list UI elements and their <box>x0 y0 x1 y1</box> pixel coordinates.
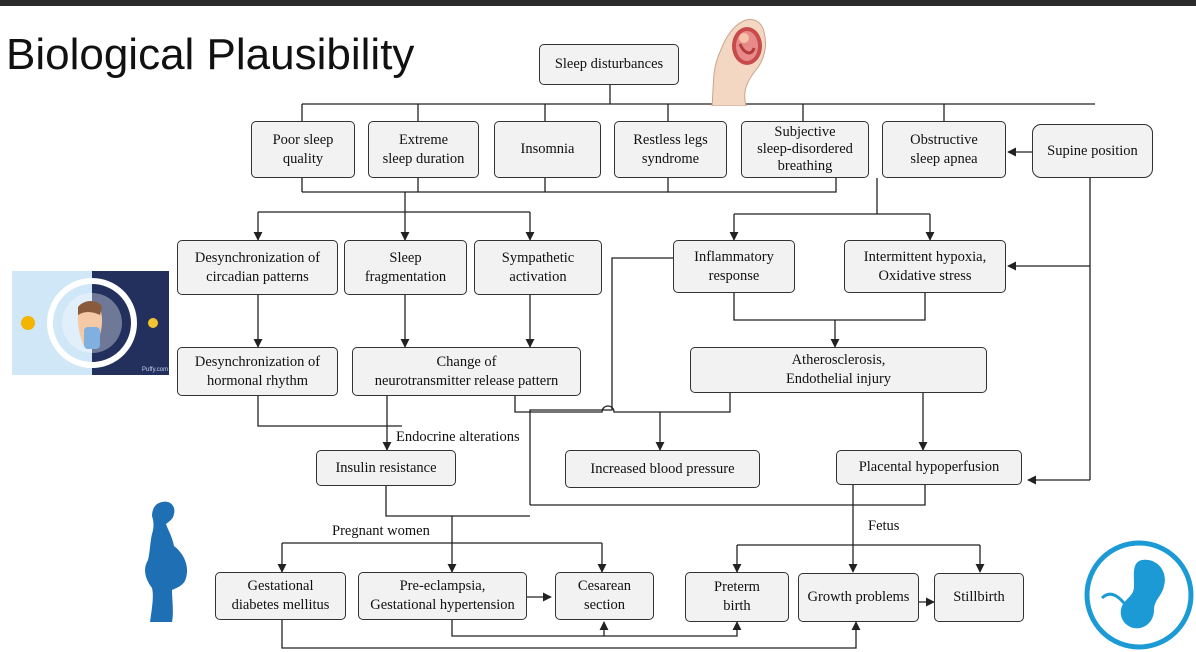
label-fetus: Fetus <box>868 518 900 534</box>
fetus-icon <box>1084 540 1194 650</box>
node-cesarean-section: Cesarean section <box>555 572 654 620</box>
node-placental-hypoperfusion: Placental hypoperfusion <box>836 450 1022 485</box>
node-inflammatory-response: Inflammatory response <box>673 240 795 293</box>
node-desync-circadian: Desynchronization of circadian patterns <box>177 240 338 295</box>
node-extreme-sleep-duration: Extreme sleep duration <box>368 121 479 178</box>
node-stillbirth: Stillbirth <box>934 573 1024 622</box>
slide-title: Biological Plausibility <box>6 30 415 79</box>
node-poor-sleep-quality: Poor sleep quality <box>251 121 355 178</box>
top-rule <box>0 0 1196 6</box>
svg-text:Puffy.com: Puffy.com <box>142 367 168 373</box>
node-increased-blood-pressure: Increased blood pressure <box>565 450 760 488</box>
node-supine-position: Supine position <box>1032 124 1153 178</box>
node-growth-problems: Growth problems <box>798 573 919 622</box>
sleeping-woman-clock-image: Puffy.com <box>12 271 169 375</box>
node-insomnia: Insomnia <box>494 121 601 178</box>
node-obstructive-sleep-apnea: Obstructive sleep apnea <box>882 121 1006 178</box>
node-restless-legs: Restless legs syndrome <box>614 121 727 178</box>
node-gestational-diabetes: Gestational diabetes mellitus <box>215 572 346 620</box>
node-intermittent-hypoxia: Intermittent hypoxia, Oxidative stress <box>844 240 1006 293</box>
node-desync-hormonal: Desynchronization of hormonal rhythm <box>177 347 338 396</box>
node-sleep-disturbances: Sleep disturbances <box>539 44 679 85</box>
node-subjective-sdb: Subjective sleep-disordered breathing <box>741 121 869 178</box>
node-atherosclerosis: Atherosclerosis, Endothelial injury <box>690 347 987 393</box>
node-preeclampsia: Pre-eclampsia, Gestational hypertension <box>358 572 527 620</box>
label-pregnant-women: Pregnant women <box>332 523 430 539</box>
node-sympathetic-activation: Sympathetic activation <box>474 240 602 295</box>
node-insulin-resistance: Insulin resistance <box>316 450 456 486</box>
node-neurotransmitter: Change of neurotransmitter release patte… <box>352 347 581 396</box>
node-sleep-fragmentation: Sleep fragmentation <box>344 240 467 295</box>
node-preterm-birth: Preterm birth <box>685 572 789 622</box>
pregnancy-illustration <box>711 19 767 106</box>
label-endocrine-alterations: Endocrine alterations <box>396 429 520 445</box>
pregnant-woman-silhouette <box>145 501 188 622</box>
